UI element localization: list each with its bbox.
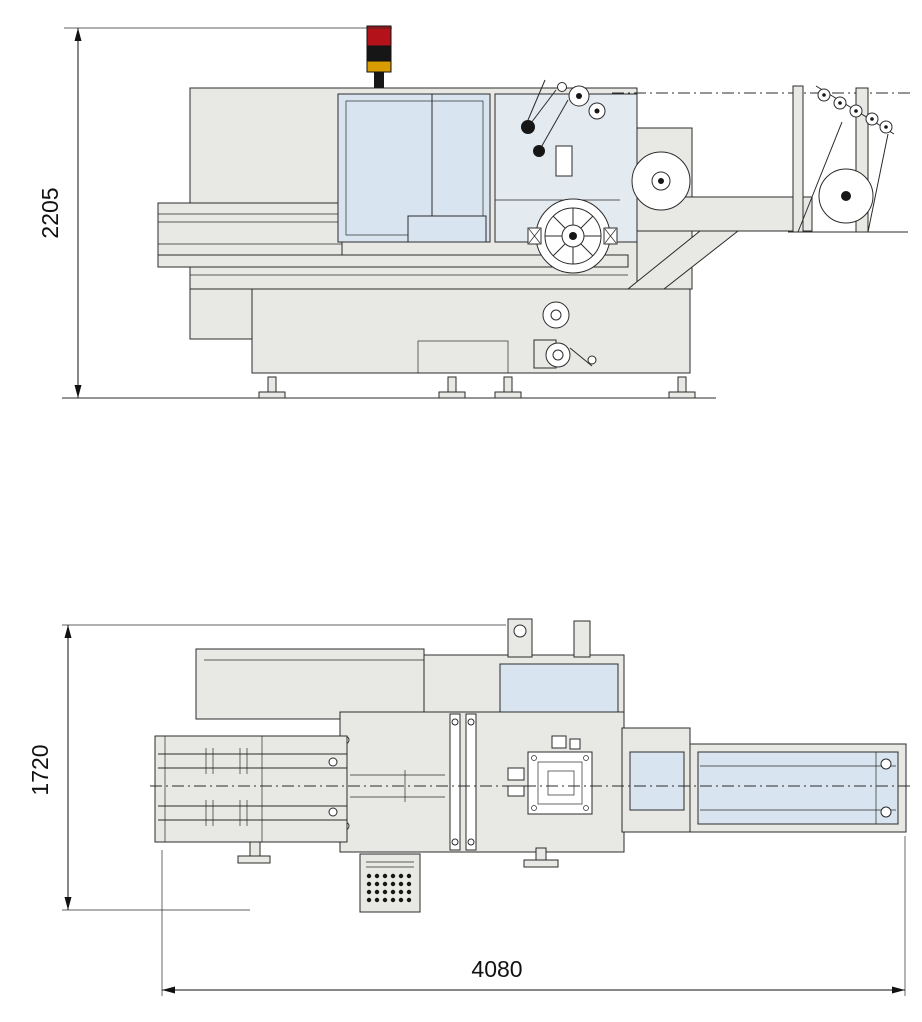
plan-transfer-window [629,751,685,811]
infeed-conveyor-side [157,202,629,276]
outfeed-conveyor-plan [689,743,907,833]
dimension-depth-label: 1720 [27,744,53,795]
machine-feet [258,376,696,399]
dimensions: 2205 1720 4080 [27,27,906,996]
drive-mechanism [533,301,597,369]
guard-window [337,93,491,243]
plan-view [150,618,912,913]
plan-left-cabinet [195,648,425,720]
lower-body [251,288,691,374]
lower-step [189,288,253,340]
dimension-length-label: 4080 [471,956,522,982]
stack-light-black-segment [366,45,392,62]
dimension-overall-height: 2205 [37,27,392,398]
dimension-height-label: 2205 [37,187,63,238]
film-unwind-unit [788,85,908,233]
film-reel [631,151,691,211]
stack-light-icon [366,25,392,88]
dimension-overall-length: 4080 [161,836,906,996]
stack-light-amber-segment [366,60,392,73]
side-elevation-view [62,25,910,399]
plan-center-foot [523,847,559,868]
dimension-overall-depth: 1720 [27,624,506,911]
lower-inset-panel [417,340,509,374]
film-path-rollers [521,79,606,177]
keypad-icon [359,853,421,913]
infeed-conveyor-plan [154,735,348,864]
sealing-wheel [527,198,618,274]
plan-sealing-mechanism [507,735,593,815]
plan-upper-window [499,663,619,715]
stack-light-red-segment [366,25,392,47]
plan-posts [507,618,591,658]
